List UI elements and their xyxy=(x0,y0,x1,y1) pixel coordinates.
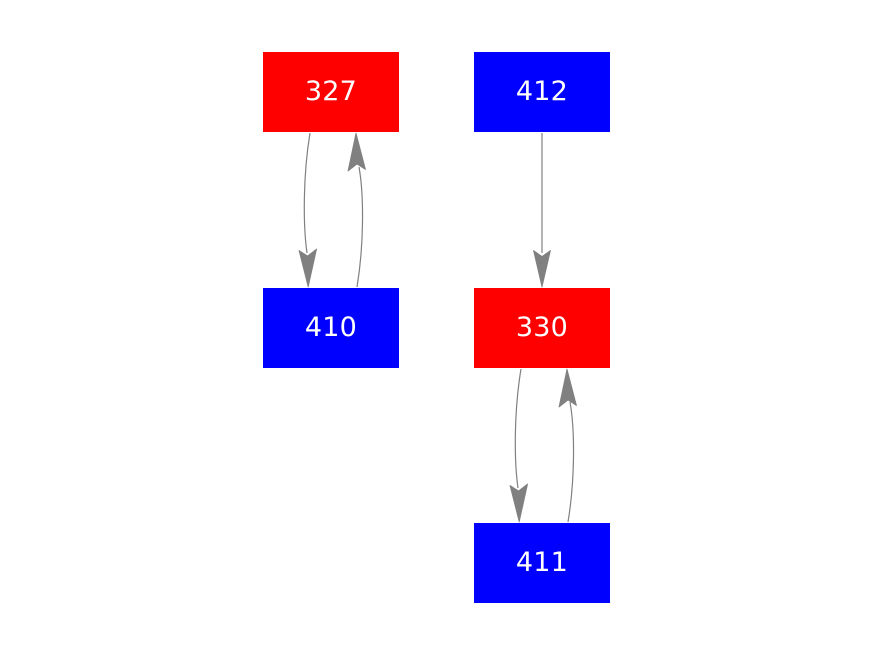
arrowhead-down-icon xyxy=(533,250,551,288)
node-label: 410 xyxy=(304,311,358,343)
edge-412-330 xyxy=(533,133,551,288)
node-label: 327 xyxy=(304,75,358,107)
graph-node-411[interactable]: 411 xyxy=(474,523,610,603)
edge-410-327 xyxy=(347,132,366,288)
graph-node-412[interactable]: 412 xyxy=(474,52,610,132)
arrowhead-up-icon xyxy=(558,368,577,408)
graph-node-330[interactable]: 330 xyxy=(474,288,610,368)
node-label: 330 xyxy=(515,311,569,343)
edge-327-410 xyxy=(298,132,317,288)
graph-node-327[interactable]: 327 xyxy=(263,52,399,132)
arrowhead-up-icon xyxy=(347,132,366,172)
node-label: 411 xyxy=(515,546,569,578)
arrowhead-down-icon xyxy=(298,248,317,288)
node-label: 412 xyxy=(515,75,569,107)
edge-330-411 xyxy=(509,368,528,523)
graph-node-410[interactable]: 410 xyxy=(263,288,399,368)
arrowhead-down-icon xyxy=(509,483,528,523)
edge-411-330 xyxy=(558,368,577,523)
